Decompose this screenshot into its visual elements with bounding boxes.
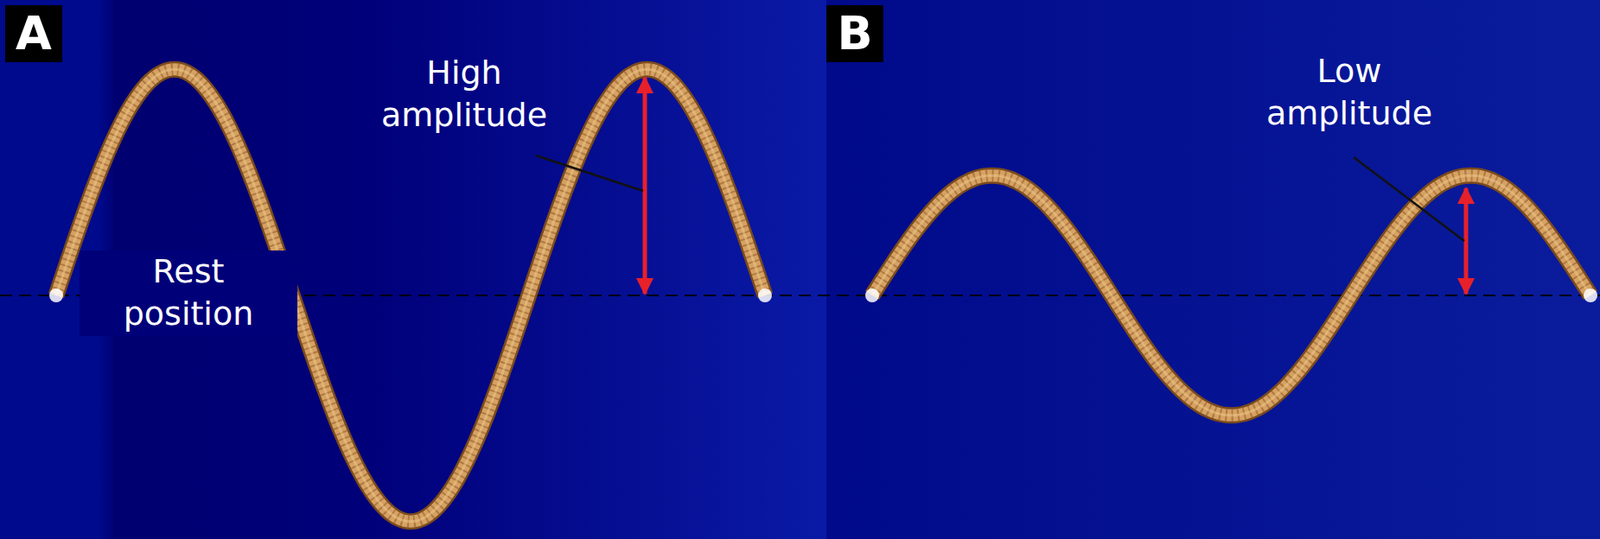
panel-letter-box: A: [5, 5, 63, 63]
rope-end: [865, 288, 880, 303]
rope-end: [758, 288, 772, 303]
rope-end: [49, 288, 64, 303]
panel-background: [0, 0, 827, 539]
annotation-label: Low amplitude: [1245, 50, 1454, 136]
annotation-label: Rest position: [79, 250, 298, 337]
panel-background: [826, 0, 1600, 539]
rope-highlight: [56, 69, 765, 522]
rope-body: [872, 175, 1591, 416]
amplitude-arrow: [1464, 188, 1469, 294]
rope-end: [1583, 288, 1598, 303]
panel-letter: B: [836, 10, 873, 58]
rope-highlight: [872, 175, 1591, 416]
panel-letter: A: [15, 10, 52, 58]
rope-body: [56, 69, 765, 522]
annotation-label: High amplitude: [360, 51, 568, 138]
rope-group: [49, 69, 1598, 522]
leader-line: [535, 155, 644, 192]
amplitude-arrow: [643, 77, 648, 294]
rope-outline: [56, 69, 765, 522]
leader-line: [1353, 157, 1465, 242]
rope-outline: [872, 175, 1591, 416]
rope-texture: [56, 69, 765, 522]
rope-texture: [872, 175, 1591, 416]
panel-letter-box: B: [826, 5, 884, 63]
